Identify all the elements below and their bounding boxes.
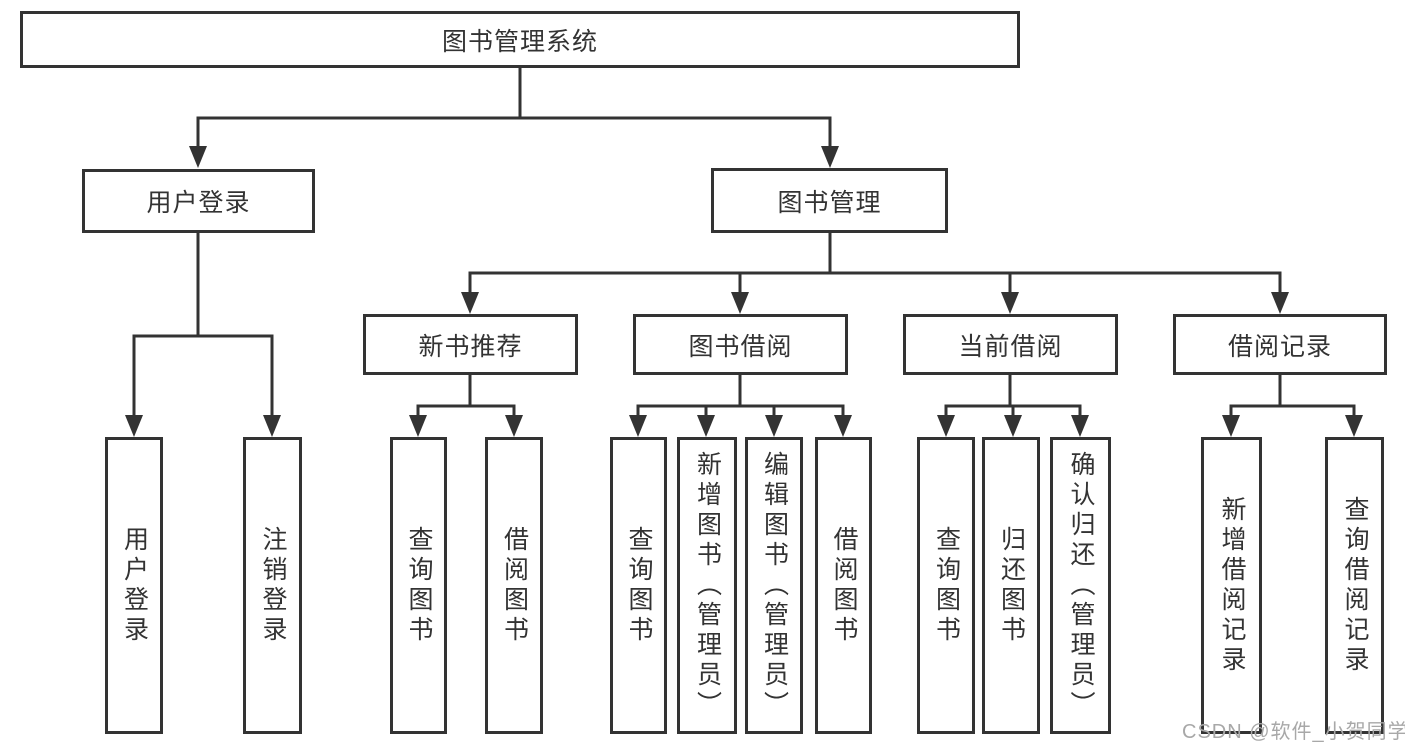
node-label: 归还图书 [997, 525, 1026, 646]
node-user-login: 用户登录 [82, 169, 315, 233]
node-label: 借阅记录 [1227, 332, 1332, 361]
leaf-user-login: 用户登录 [105, 437, 163, 734]
leaf-add-book-admin: 新增图书（管理员） [677, 437, 737, 734]
leaf-confirm-return-admin: 确认归还（管理员） [1050, 437, 1111, 734]
leaf-borrow-books-borrowing: 借阅图书 [815, 437, 872, 734]
node-label: 借阅图书 [500, 525, 529, 646]
node-system-root: 图书管理系统 [20, 11, 1020, 68]
leaf-query-books-current: 查询图书 [917, 437, 975, 734]
node-new-book-recommend: 新书推荐 [363, 314, 578, 375]
leaf-query-books-recommend: 查询图书 [390, 437, 447, 734]
node-label: 查询图书 [932, 525, 961, 646]
node-label: 借阅图书 [830, 525, 858, 646]
node-current-borrowing: 当前借阅 [903, 314, 1118, 375]
leaf-add-borrow-record: 新增借阅记录 [1201, 437, 1262, 734]
node-book-borrowing: 图书借阅 [633, 314, 848, 375]
node-label: 图书借阅 [688, 332, 793, 361]
node-borrow-records: 借阅记录 [1173, 314, 1387, 375]
node-label: 新增借阅记录 [1218, 495, 1246, 676]
leaf-query-books-borrowing: 查询图书 [610, 437, 667, 734]
node-label: 编辑图书（管理员） [760, 450, 789, 721]
node-label: 查询借阅记录 [1341, 495, 1369, 676]
node-label: 新书推荐 [418, 332, 523, 361]
node-label: 当前借阅 [958, 332, 1063, 361]
leaf-borrow-books-recommend: 借阅图书 [485, 437, 543, 734]
leaf-edit-book-admin: 编辑图书（管理员） [745, 437, 803, 734]
csdn-watermark: CSDN @软件_小贺同学 [1182, 721, 1405, 743]
leaf-logout: 注销登录 [243, 437, 302, 734]
node-label: 新增图书（管理员） [693, 450, 722, 721]
node-label: 用户登录 [120, 525, 149, 646]
node-label: 查询图书 [405, 525, 433, 646]
leaf-query-borrow-record: 查询借阅记录 [1325, 437, 1384, 734]
node-label: 图书管理系统 [441, 27, 598, 56]
node-label: 确认归还（管理员） [1067, 450, 1095, 721]
leaf-return-book: 归还图书 [982, 437, 1040, 734]
node-label: 注销登录 [259, 525, 287, 646]
node-label: 查询图书 [625, 525, 653, 646]
node-book-management: 图书管理 [711, 168, 948, 233]
node-label: 图书管理 [777, 188, 882, 217]
node-label: 用户登录 [146, 189, 251, 217]
